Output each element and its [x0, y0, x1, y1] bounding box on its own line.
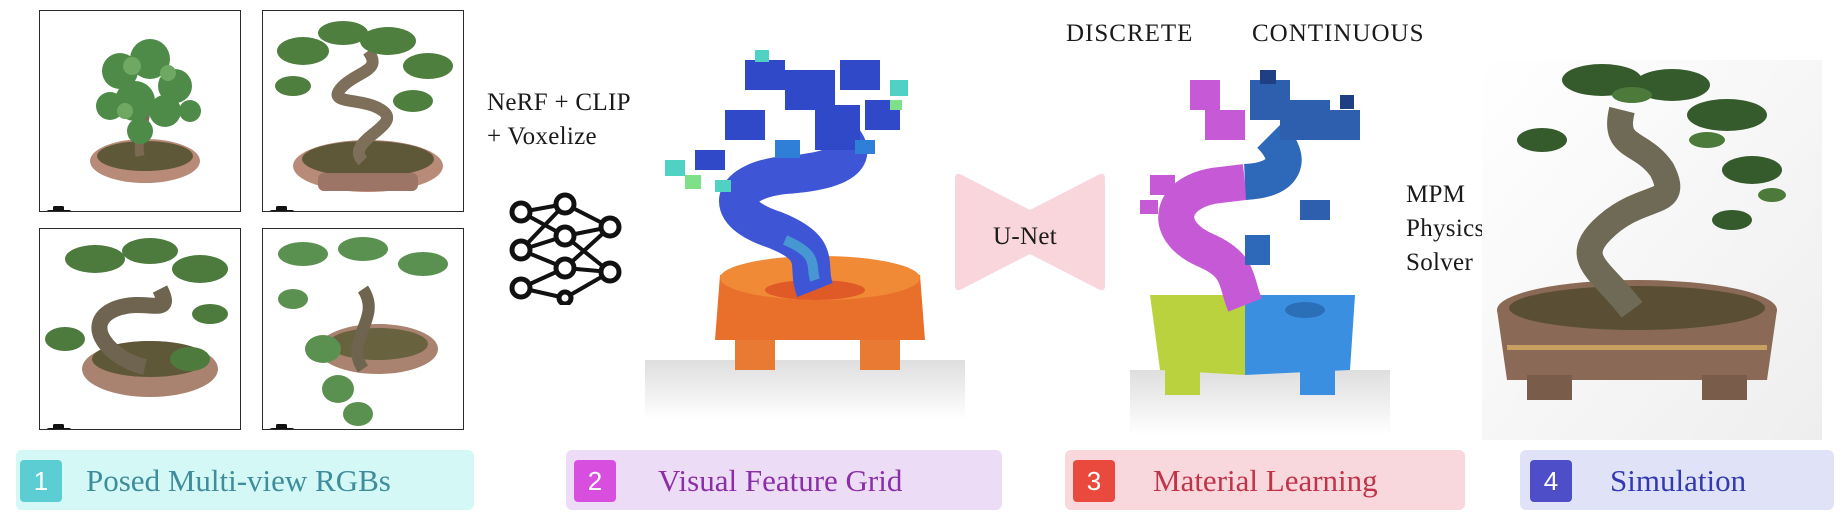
input-view-1 — [39, 10, 241, 212]
stage-4-label: Simulation — [1610, 463, 1747, 498]
simulation-bonsai-render — [1482, 60, 1822, 445]
stage-4-box: 4 Simulation — [1520, 450, 1834, 510]
solver-label: Solver — [1406, 249, 1474, 276]
bonsai-photo-1 — [90, 39, 201, 183]
stage-2-box: 2 Visual Feature Grid — [566, 450, 1002, 510]
stage-3-box: 3 Material Learning — [1065, 450, 1465, 510]
stage-1-label: Posed Multi-view RGBs — [86, 463, 391, 498]
stage-2-badge: 2 — [574, 460, 616, 502]
input-view-3 — [39, 228, 241, 430]
stage-2-label: Visual Feature Grid — [658, 463, 903, 498]
stage-3-label: Material Learning — [1153, 463, 1378, 498]
stage-1-badge: 1 — [20, 460, 62, 502]
input-view-2 — [262, 10, 464, 212]
stage-1-box: 1 Posed Multi-view RGBs — [16, 450, 474, 510]
input-view-4 — [262, 228, 464, 430]
bonsai-photo-2 — [275, 21, 453, 192]
physics-label: Physics — [1406, 215, 1485, 242]
unet-label: U-Net — [993, 223, 1057, 250]
continuous-label: CONTINUOUS — [1252, 20, 1425, 47]
voxelize-label: + Voxelize — [487, 123, 597, 150]
bonsai-photo-3 — [45, 238, 228, 397]
stage-4-badge: 4 — [1530, 460, 1572, 502]
bonsai-photo-4 — [278, 237, 448, 426]
stage-3-badge: 3 — [1073, 460, 1115, 502]
discrete-label: DISCRETE — [1066, 20, 1194, 47]
unet-shape — [955, 170, 1105, 299]
nerf-clip-label: NeRF + CLIP — [487, 89, 631, 116]
neural-network-icon — [503, 190, 628, 310]
feature-grid-voxel-tree — [625, 40, 985, 435]
material-voxel-tree — [1110, 70, 1410, 445]
mpm-label: MPM — [1406, 181, 1466, 208]
